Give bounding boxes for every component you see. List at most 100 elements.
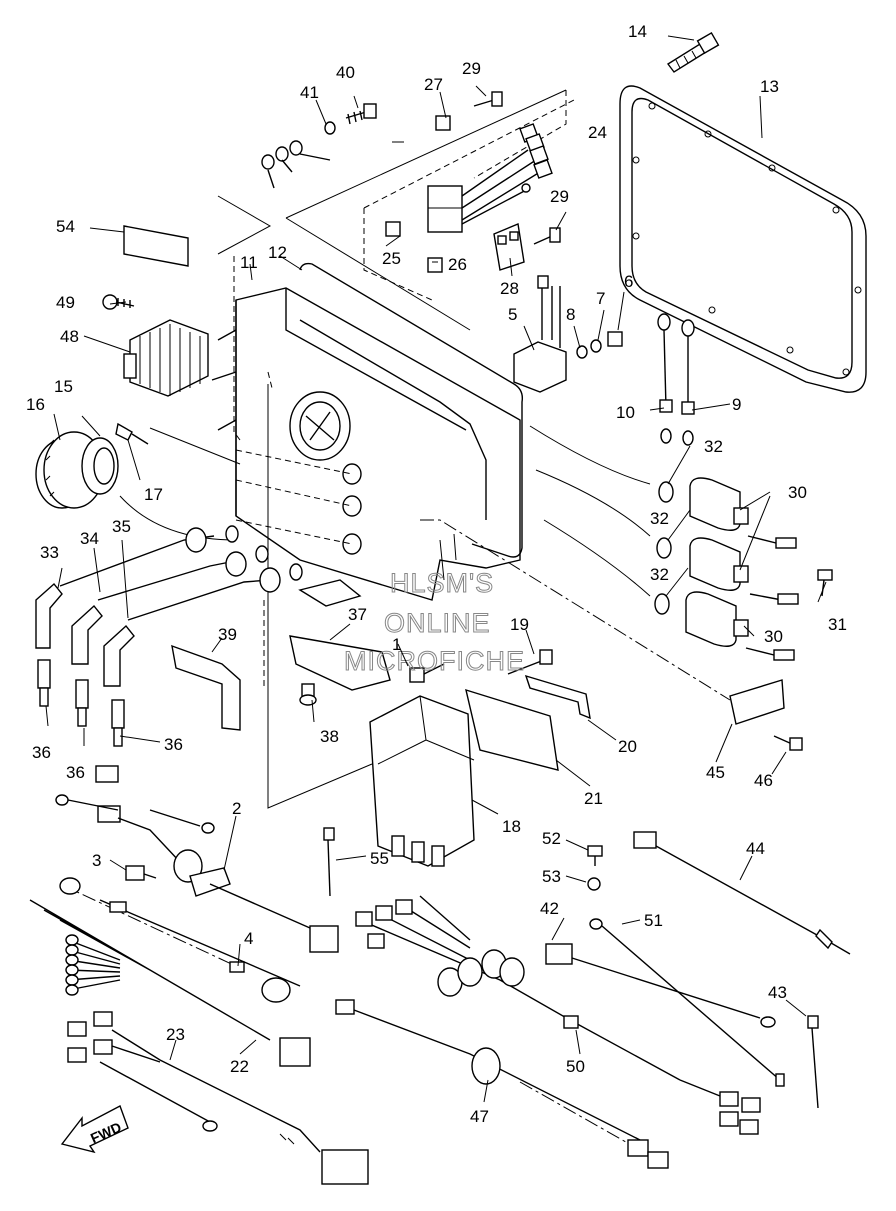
callout-39: 39 bbox=[218, 625, 237, 644]
callout-20: 20 bbox=[618, 737, 637, 756]
watermark: HLSM'S ONLINE MICROFICHE bbox=[344, 568, 525, 677]
screw-19 bbox=[507, 649, 553, 675]
bolt-46 bbox=[773, 735, 803, 751]
lead-10 bbox=[657, 313, 673, 444]
callout-26: 26 bbox=[448, 255, 467, 274]
callout-1: 1 bbox=[392, 635, 401, 654]
cover-15 bbox=[81, 437, 119, 495]
callout-44: 44 bbox=[746, 839, 765, 858]
lead-4 bbox=[59, 877, 301, 1003]
lead-9 bbox=[681, 319, 695, 446]
callout-34: 34 bbox=[80, 529, 99, 548]
spark-plugs-36 bbox=[37, 659, 125, 747]
callout-40: 40 bbox=[336, 63, 355, 82]
callout-51: 51 bbox=[644, 911, 663, 930]
callout-9: 9 bbox=[732, 395, 741, 414]
callout-32c: 32 bbox=[650, 565, 669, 584]
callout-47: 47 bbox=[470, 1107, 489, 1126]
cable-tie-55 bbox=[323, 827, 335, 897]
bolt-49 bbox=[102, 294, 135, 310]
callout-55: 55 bbox=[370, 849, 389, 868]
callout-36c: 36 bbox=[164, 735, 183, 754]
washer-53 bbox=[587, 877, 601, 891]
watermark-line-1: HLSM'S bbox=[390, 568, 494, 598]
callout-14: 14 bbox=[628, 22, 647, 41]
callout-numbers: 1 2 3 4 5 6 7 8 9 10 11 12 13 14 15 16 1… bbox=[26, 22, 847, 1126]
callout-5: 5 bbox=[508, 305, 517, 324]
electrical-box bbox=[211, 287, 521, 607]
holder-39 bbox=[171, 644, 241, 731]
bracket-45 bbox=[729, 679, 785, 725]
callout-52: 52 bbox=[542, 829, 561, 848]
cdi-unit-18 bbox=[369, 695, 475, 867]
callout-6: 6 bbox=[624, 272, 633, 291]
plug-cap-35 bbox=[103, 624, 135, 687]
harness-23 bbox=[67, 1011, 369, 1185]
screw-38 bbox=[299, 683, 317, 706]
callout-21: 21 bbox=[584, 789, 603, 808]
callout-19: 19 bbox=[510, 615, 529, 634]
callout-13: 13 bbox=[760, 77, 779, 96]
callout-leaders bbox=[45, 35, 827, 1103]
harness-47 bbox=[335, 999, 669, 1169]
callout-12: 12 bbox=[268, 243, 287, 262]
rectifier-48 bbox=[123, 319, 209, 397]
plug-cap-33 bbox=[35, 582, 63, 649]
callout-32b: 32 bbox=[650, 509, 669, 528]
callout-15: 15 bbox=[54, 377, 73, 396]
holder-28 bbox=[493, 223, 525, 271]
callout-35: 35 bbox=[112, 517, 131, 536]
board-21 bbox=[465, 688, 559, 771]
callout-27: 27 bbox=[424, 75, 443, 94]
gasket-13 bbox=[619, 85, 867, 393]
callout-42: 42 bbox=[540, 899, 559, 918]
watermark-line-2: ONLINE bbox=[384, 608, 491, 638]
callout-3: 3 bbox=[92, 851, 101, 870]
plug-leads bbox=[59, 525, 303, 621]
bracket-20 bbox=[524, 674, 591, 720]
callout-4: 4 bbox=[244, 929, 253, 948]
lead-51 bbox=[589, 918, 785, 1087]
screw-40 bbox=[345, 103, 377, 125]
bolt-52 bbox=[587, 845, 603, 866]
plug-cap-34 bbox=[71, 604, 103, 665]
relay-harness-24 bbox=[385, 115, 553, 273]
callout-46: 46 bbox=[754, 771, 773, 790]
cable-42 bbox=[545, 943, 776, 1028]
callout-7: 7 bbox=[596, 289, 605, 308]
washer-41 bbox=[324, 121, 336, 135]
callout-10: 10 bbox=[616, 403, 635, 422]
bolt-1 bbox=[409, 663, 445, 683]
grommets-32 bbox=[654, 481, 674, 615]
leader-lines bbox=[119, 89, 731, 809]
screw-29a bbox=[473, 91, 503, 107]
callout-33: 33 bbox=[40, 543, 59, 562]
callout-38: 38 bbox=[320, 727, 339, 746]
screw-29b bbox=[533, 227, 561, 245]
ignition-coils-30 bbox=[685, 477, 799, 661]
callout-53: 53 bbox=[542, 867, 561, 886]
callout-54: 54 bbox=[56, 217, 75, 236]
callout-18: 18 bbox=[502, 817, 521, 836]
callout-2: 2 bbox=[232, 799, 241, 818]
screw-31 bbox=[817, 569, 833, 597]
callout-36a: 36 bbox=[32, 743, 51, 762]
callout-28: 28 bbox=[500, 279, 519, 298]
callout-29b: 29 bbox=[550, 187, 569, 206]
bracket-37 bbox=[289, 635, 391, 691]
callout-50: 50 bbox=[566, 1057, 585, 1076]
washer-7 bbox=[590, 339, 602, 353]
washer-8 bbox=[576, 345, 588, 359]
screw-14 bbox=[666, 31, 720, 73]
watermark-line-3: MICROFICHE bbox=[344, 646, 525, 676]
callout-30b: 30 bbox=[764, 627, 783, 646]
callout-11: 11 bbox=[240, 253, 258, 272]
cable-44 bbox=[633, 831, 851, 955]
harness-22 bbox=[29, 899, 311, 1067]
fwd-arrow: FWD bbox=[60, 1105, 129, 1154]
callout-31: 31 bbox=[828, 615, 847, 634]
callout-23: 23 bbox=[166, 1025, 185, 1044]
relay-5 bbox=[513, 275, 567, 393]
callout-41: 41 bbox=[300, 83, 319, 102]
callout-8: 8 bbox=[566, 305, 575, 324]
